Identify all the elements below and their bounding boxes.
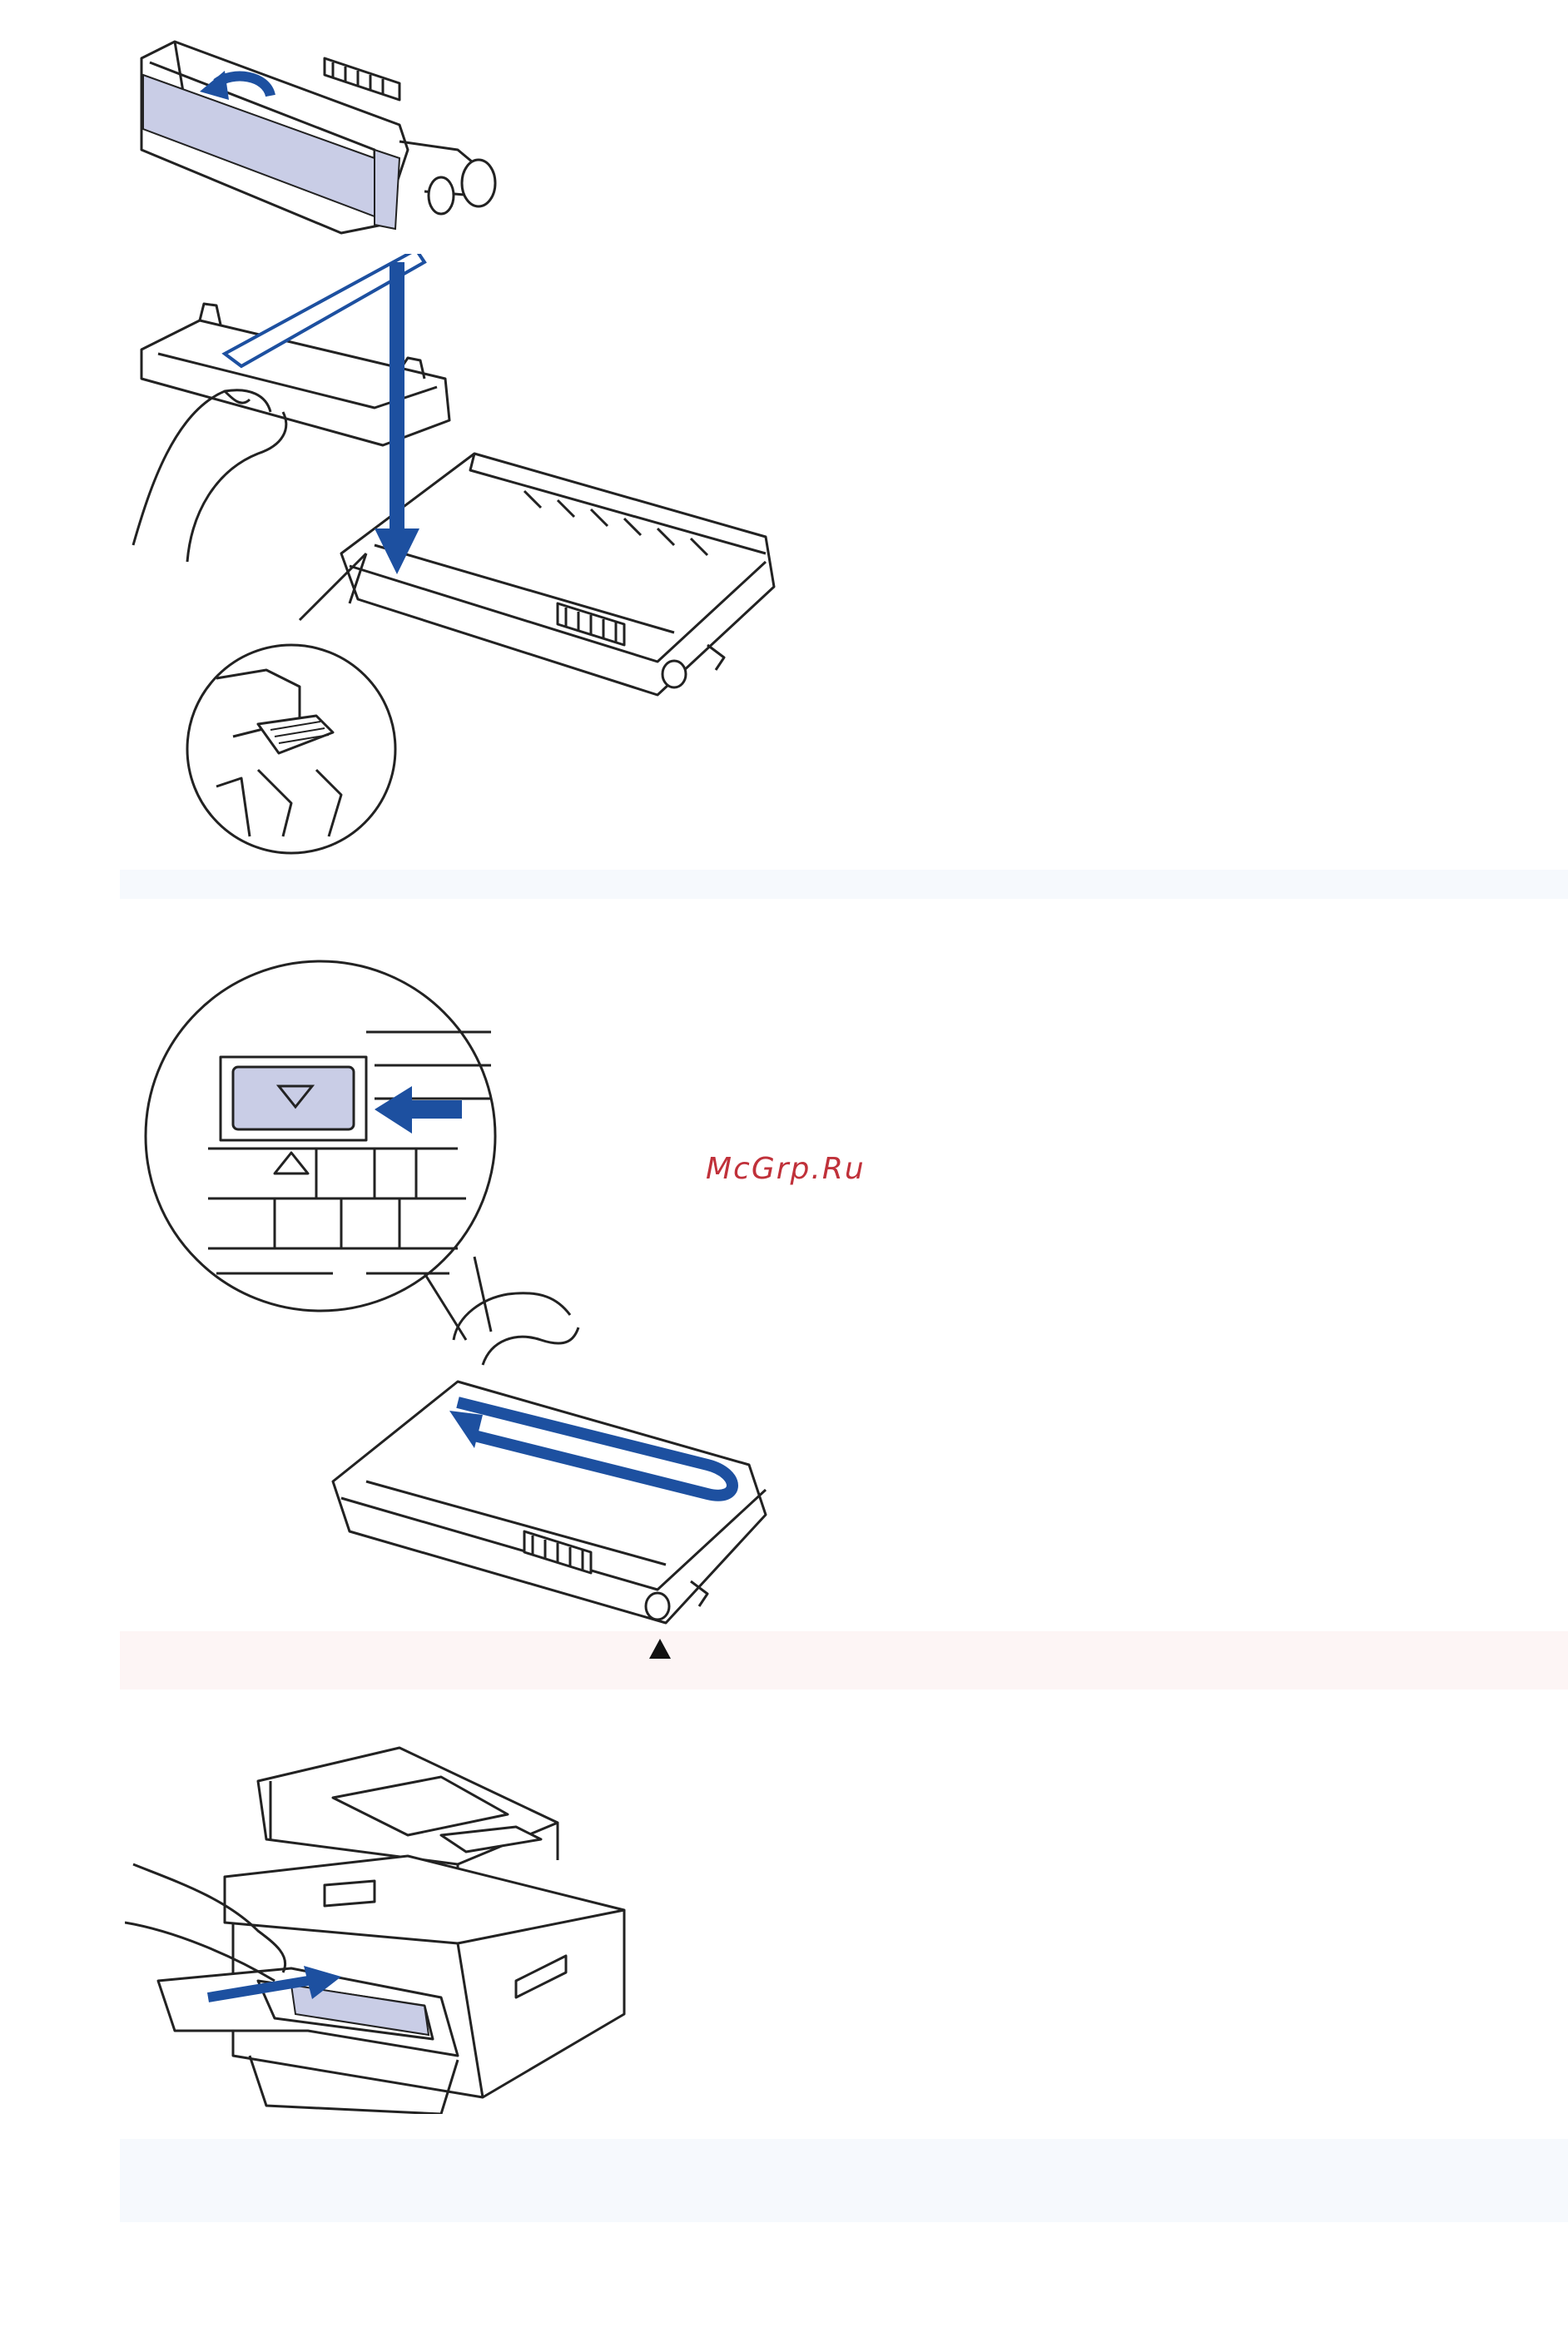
slide-green-tab-illustration xyxy=(125,949,782,1640)
note-strip xyxy=(120,2139,1568,2222)
insert-toner-into-drum-illustration xyxy=(125,254,782,870)
note-strip xyxy=(120,870,1568,899)
caution-strip xyxy=(120,1631,1568,1690)
toner-cartridge-wipe-illustration xyxy=(125,25,541,241)
install-drum-into-machine-illustration xyxy=(125,1731,641,2114)
warning-icon xyxy=(648,1636,672,1661)
watermark: McGrp.Ru xyxy=(706,1152,866,1186)
